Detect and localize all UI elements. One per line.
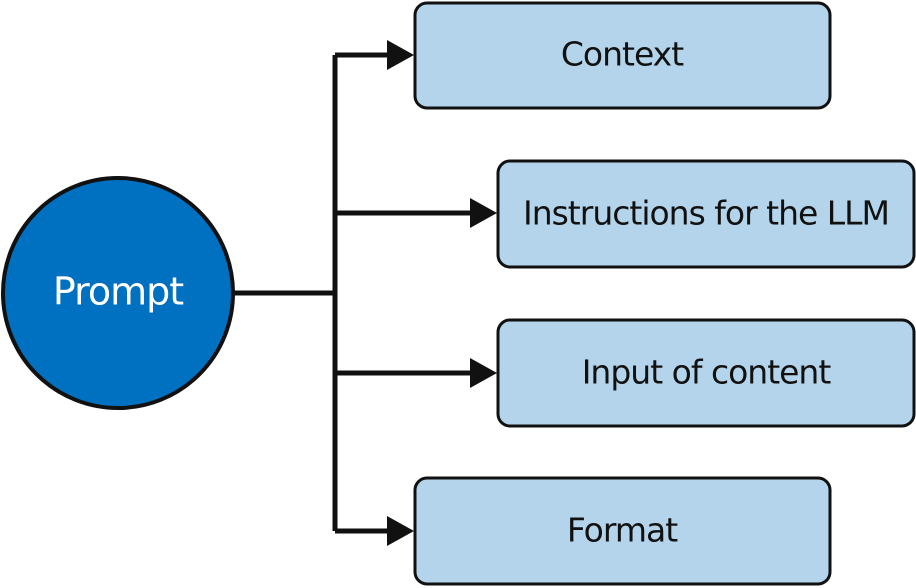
component-box-input: Input of content — [496, 318, 916, 428]
format-box — [413, 476, 832, 586]
arrowheads — [387, 40, 497, 546]
arrowhead-format — [387, 516, 414, 546]
format-label: Format — [567, 511, 678, 550]
prompt-label: Prompt — [53, 270, 183, 314]
context-label: Context — [561, 35, 684, 74]
arrowhead-input — [470, 358, 497, 388]
connectors — [233, 52, 473, 534]
input-label: Input of content — [582, 353, 832, 392]
prompt-circle — [1, 176, 235, 410]
instructions-label: Instructions for the LLM — [523, 194, 889, 233]
prompt-node: Prompt — [1, 176, 235, 410]
arrowhead-instructions — [470, 198, 497, 228]
arrowhead-context — [387, 40, 414, 70]
context-box — [413, 1, 832, 110]
component-box-instructions: Instructions for the LLM — [496, 159, 916, 269]
component-box-format: Format — [413, 476, 832, 586]
instructions-box — [496, 159, 916, 269]
input-box — [496, 318, 916, 428]
component-box-context: Context — [413, 1, 832, 110]
